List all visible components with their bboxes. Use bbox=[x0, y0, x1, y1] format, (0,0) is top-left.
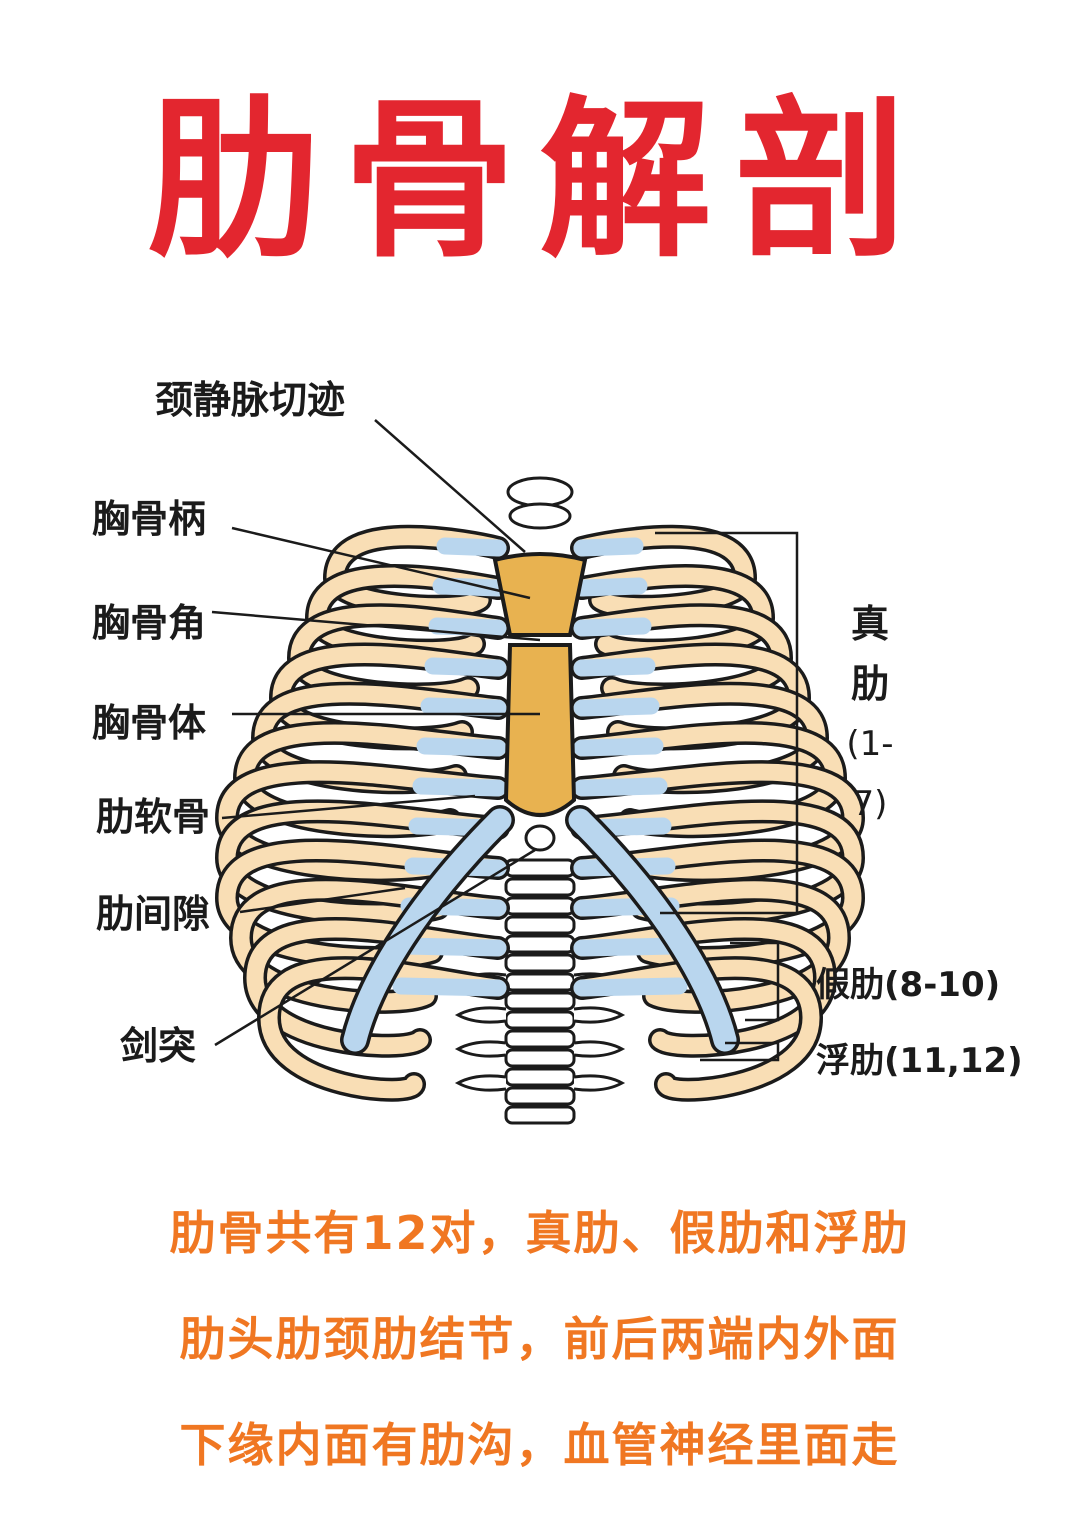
rib-cartilage bbox=[573, 657, 656, 677]
vertebra-body bbox=[504, 896, 576, 916]
transverse-process bbox=[454, 1074, 507, 1092]
vertebra-body bbox=[504, 1086, 576, 1106]
rib-cartilage bbox=[573, 777, 668, 797]
costal-margin bbox=[568, 808, 737, 1052]
label-floating-ribs: 浮肋(11,12) bbox=[816, 1041, 1023, 1081]
costal-margin bbox=[343, 808, 512, 1052]
verse-line-1: 肋骨共有12对，真肋、假肋和浮肋 bbox=[169, 1206, 910, 1260]
rib-cartilage bbox=[573, 617, 652, 637]
label-sternum-body: 胸骨体 bbox=[92, 701, 207, 745]
rib bbox=[256, 956, 510, 1102]
verse-line-2: 肋头肋颈肋结节，前后两端内外面 bbox=[179, 1312, 900, 1366]
rib-cartilage bbox=[416, 737, 507, 757]
rib-cartilage bbox=[573, 577, 648, 597]
vertebra-body bbox=[504, 877, 576, 897]
verse-line-3: 下缘内面有肋沟，血管神经里面走 bbox=[179, 1418, 900, 1472]
vertebra-body bbox=[504, 1029, 576, 1049]
vertebra-body bbox=[504, 934, 576, 954]
transverse-process bbox=[454, 1006, 507, 1024]
bracket-true-ribs bbox=[655, 531, 799, 915]
rib-cartilage bbox=[392, 977, 507, 997]
true-ribs-range: (1-7) bbox=[846, 724, 894, 824]
rib-cartilage bbox=[573, 737, 664, 757]
rib bbox=[570, 956, 824, 1102]
label-intercostal-space: 肋间隙 bbox=[96, 892, 211, 936]
rib-bone bbox=[573, 763, 862, 879]
vertebra-body bbox=[504, 1010, 576, 1030]
transverse-process bbox=[573, 1040, 626, 1058]
page-title: 肋骨解剖 bbox=[147, 80, 932, 281]
rib-cartilage bbox=[424, 657, 507, 677]
transverse-process bbox=[454, 1040, 507, 1058]
rib-cartilage bbox=[412, 777, 507, 797]
vertebra-body bbox=[504, 953, 576, 973]
vertebra-top bbox=[506, 476, 574, 508]
true-ribs-char2: 肋 bbox=[850, 662, 889, 706]
label-sternal-angle: 胸骨角 bbox=[92, 601, 207, 645]
vertebra-top bbox=[508, 502, 572, 530]
rib-cartilage bbox=[436, 537, 507, 557]
vertebra-body bbox=[504, 991, 576, 1011]
leader-intercostal-space bbox=[239, 886, 406, 914]
leader-sternal-angle bbox=[211, 610, 541, 642]
transverse-process bbox=[573, 1006, 626, 1024]
leader-jugular-notch bbox=[374, 419, 526, 553]
label-xiphoid: 剑突 bbox=[120, 1024, 197, 1068]
bracket-floating-ribs bbox=[700, 1041, 780, 1062]
rib-bone bbox=[218, 802, 507, 923]
vertebra-body bbox=[504, 1048, 576, 1068]
xiphoid-shape bbox=[524, 824, 556, 852]
transverse-process bbox=[573, 1074, 626, 1092]
bracket-false-ribs bbox=[730, 941, 780, 1022]
label-jugular-notch: 颈静脉切迹 bbox=[155, 378, 346, 422]
leader-costal-cartilage bbox=[221, 794, 476, 820]
vertebra-body bbox=[504, 915, 576, 935]
rib-cartilage bbox=[573, 937, 684, 957]
true-ribs-char1: 真 bbox=[850, 602, 889, 646]
rib-cartilage bbox=[420, 697, 507, 717]
rib-cartilage bbox=[573, 697, 660, 717]
rib-bone bbox=[260, 959, 507, 1099]
rib bbox=[570, 760, 866, 883]
label-true-ribs: 真 肋 (1-7) bbox=[830, 594, 910, 834]
sternum-body-shape bbox=[503, 643, 577, 817]
rib-bone bbox=[573, 959, 820, 1099]
manubrium-shape bbox=[492, 552, 588, 637]
label-false-ribs: 假肋(8-10) bbox=[816, 965, 1001, 1005]
leader-lines bbox=[211, 419, 799, 1062]
label-manubrium: 胸骨柄 bbox=[92, 497, 207, 541]
vertebra-body bbox=[504, 972, 576, 992]
vertebra-body bbox=[504, 1105, 576, 1125]
sternum bbox=[492, 552, 588, 852]
rib-cartilage bbox=[396, 937, 507, 957]
rib-cartilage bbox=[573, 977, 688, 997]
vertebra-body bbox=[504, 1067, 576, 1087]
rib-cartilage bbox=[573, 537, 644, 557]
label-costal-cartilage: 肋软骨 bbox=[96, 795, 211, 839]
rib-cartilage bbox=[428, 617, 507, 637]
leader-manubrium bbox=[231, 526, 531, 600]
leader-xiphoid bbox=[214, 848, 536, 1047]
